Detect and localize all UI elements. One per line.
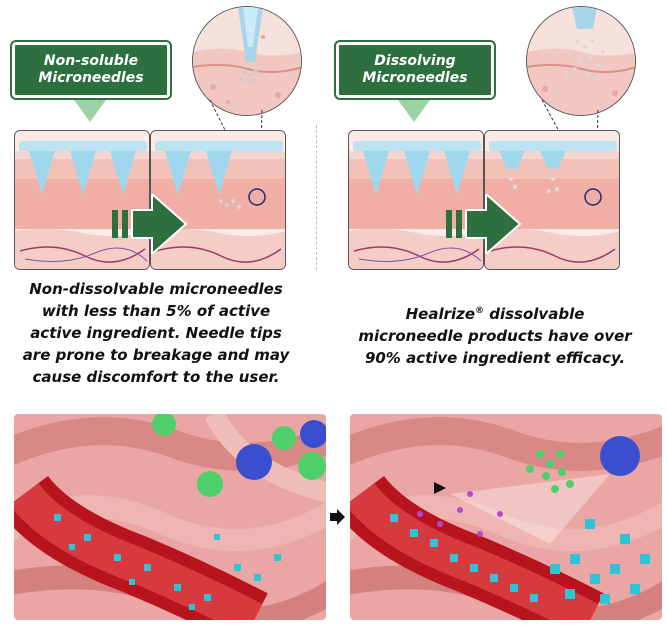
- right-caption-line1: Healrize® dissolvable: [330, 300, 660, 325]
- right-arrow-icon-2: [446, 191, 522, 258]
- left-caption-line5: cause discomfort to the user.: [32, 368, 280, 386]
- divider-line: [316, 125, 317, 270]
- dissolving-label: Dissolving Microneedles: [334, 40, 496, 100]
- left-caption-line4: are prone to breakage and may: [22, 346, 290, 364]
- magnifier-circle-right: [526, 6, 636, 116]
- right-arrow-icon: [112, 191, 188, 258]
- non-soluble-label-line1: Non-soluble: [43, 53, 139, 69]
- right-caption: Healrize® dissolvable microneedle produc…: [330, 300, 660, 369]
- non-soluble-label: Non-soluble Microneedles: [10, 40, 172, 100]
- after-panel-right: [484, 130, 620, 270]
- blood-vessel-image-left: [14, 414, 326, 620]
- before-panel-left: [14, 130, 150, 270]
- right-caption-rest: dissolvable: [484, 305, 585, 323]
- right-caption-line2: microneedle products have over: [358, 327, 632, 345]
- label-pointer-right: [398, 100, 430, 122]
- after-panel-left: [150, 130, 286, 270]
- left-caption-line3: active ingredient. Needle tips: [30, 324, 282, 342]
- dissolving-label-line2: Microneedles: [362, 70, 468, 86]
- left-caption-line1: Non-dissolvable microneedles: [29, 280, 283, 298]
- left-caption-line2: with less than 5% of active: [41, 302, 271, 320]
- black-right-arrow-icon: [330, 509, 346, 529]
- brand-name: Healrize: [405, 305, 476, 323]
- dissolving-label-line1: Dissolving: [374, 53, 456, 69]
- before-panel-right: [348, 130, 484, 270]
- blood-vessel-image-right: [350, 414, 662, 620]
- non-soluble-label-line2: Microneedles: [38, 70, 144, 86]
- registered-mark: ®: [475, 306, 485, 316]
- magnifier-circle-left: [192, 6, 302, 116]
- right-caption-line3: 90% active ingredient efficacy.: [364, 349, 626, 367]
- label-pointer-left: [74, 100, 106, 122]
- left-caption: Non-dissolvable microneedles with less t…: [0, 278, 312, 388]
